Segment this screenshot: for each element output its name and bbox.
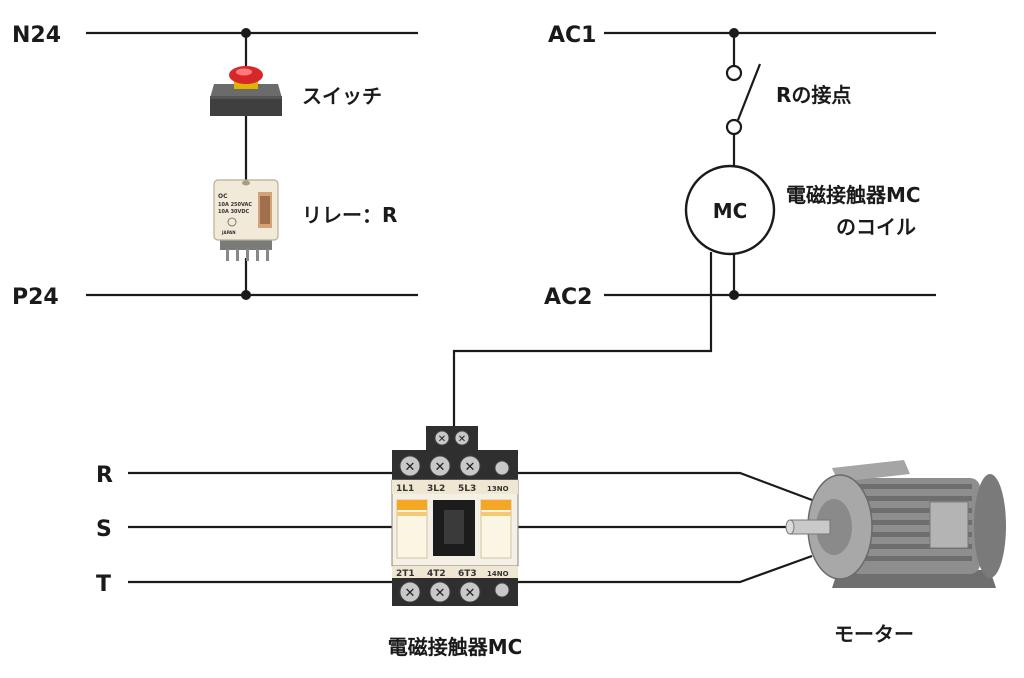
svg-text:✕: ✕ — [438, 434, 446, 445]
relay-icon: OC 10A 250VAC 10A 30VDC JAPAN — [213, 179, 279, 261]
svg-text:✕: ✕ — [465, 460, 476, 475]
motor-label: モーター — [834, 622, 914, 646]
terminal-13NO: 13NO — [487, 485, 509, 493]
rail-label-n24: N24 — [12, 23, 61, 48]
relay-contact-icon — [725, 63, 762, 136]
svg-text:✕: ✕ — [435, 586, 446, 601]
terminal-2T1: 2T1 — [396, 569, 415, 579]
terminal-1L1: 1L1 — [396, 484, 414, 494]
terminal-3L2: 3L2 — [427, 484, 445, 494]
phase-label-t: T — [96, 572, 111, 597]
rail-label-ac1: AC1 — [548, 23, 596, 48]
svg-text:✕: ✕ — [458, 434, 466, 445]
bottom-terminal-screws: ✕ ✕ ✕ — [399, 581, 510, 603]
rail-label-p24: P24 — [12, 285, 59, 310]
phase-label-r: R — [96, 463, 113, 488]
push-switch-icon — [210, 66, 282, 116]
contact-label: Rの接点 — [776, 83, 851, 107]
junction-dot — [729, 290, 739, 300]
coil-label-line2: のコイル — [836, 215, 916, 239]
terminal-14NO: 14NO — [487, 570, 509, 578]
relay-mark-3: 10A 30VDC — [218, 209, 250, 215]
terminal-6T3: 6T3 — [458, 569, 477, 579]
motor-icon — [785, 460, 1006, 588]
ac-control-circuit: AC1 AC2 Rの接点 MC 電磁接触器MC のコイル — [452, 23, 936, 430]
relay-mark-2: 10A 250VAC — [218, 202, 252, 208]
relay-label: リレー：R — [302, 203, 397, 227]
terminal-4T2: 4T2 — [427, 569, 446, 579]
coil-icon — [684, 164, 776, 256]
svg-text:✕: ✕ — [435, 460, 446, 475]
junction-dot — [241, 28, 251, 38]
svg-text:✕: ✕ — [465, 586, 476, 601]
coil-label-line1: 電磁接触器MC — [786, 183, 921, 207]
contactor-icon: ✕ ✕ ✕ ✕ ✕ 1L1 3L2 5L3 13NO — [391, 426, 519, 606]
terminal-5L3: 5L3 — [458, 484, 476, 494]
phase-label-s: S — [96, 517, 112, 542]
relay-mark-4: JAPAN — [221, 230, 236, 235]
coil-symbol: MC — [713, 199, 748, 223]
switch-label: スイッチ — [302, 84, 382, 108]
dc-control-circuit: N24 P24 スイッチ — [12, 23, 418, 310]
top-terminal-screws: ✕ ✕ ✕ — [399, 455, 510, 477]
coil-to-contactor-wire — [452, 252, 713, 430]
svg-text:✕: ✕ — [405, 586, 416, 601]
phase-wire-r-out — [514, 471, 813, 502]
svg-text:✕: ✕ — [405, 460, 416, 475]
rail-label-ac2: AC2 — [544, 285, 592, 310]
three-phase-lines: R S T — [96, 463, 813, 597]
junction-dot — [241, 290, 251, 300]
contactor-label: 電磁接触器MC — [388, 635, 523, 659]
relay-mark-1: OC — [218, 193, 228, 200]
phase-wire-t-out — [514, 554, 813, 584]
